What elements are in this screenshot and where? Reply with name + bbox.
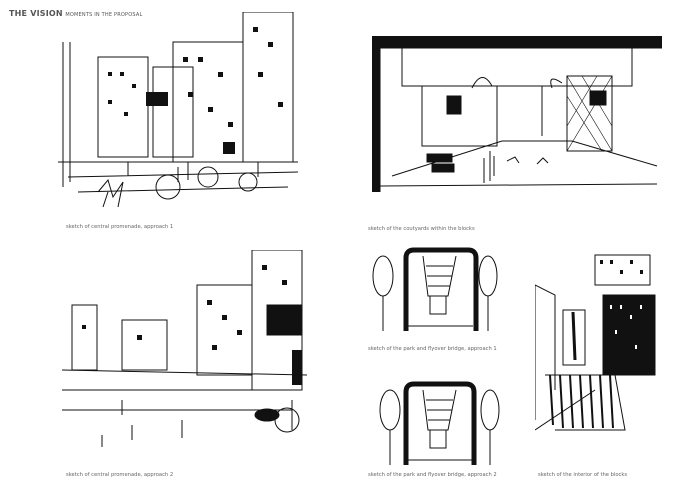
sketch-courtyards xyxy=(372,36,662,192)
caption: sketch of the park and flyover bridge, a… xyxy=(368,346,497,352)
sketch-central-promenade-2 xyxy=(62,250,312,450)
sketch-park-flyover-1 xyxy=(368,246,498,334)
sketch-park-flyover-2 xyxy=(378,380,503,468)
title-main: THE VISION xyxy=(9,9,63,18)
caption: sketch of central promenade, approach 2 xyxy=(66,472,174,478)
sketch-central-promenade-1 xyxy=(58,12,303,217)
caption: sketch of the interior of the blocks xyxy=(538,472,628,478)
title-subtitle: MOMENTS IN THE PROPOSAL xyxy=(65,12,143,18)
caption: sketch of the coutyards within the block… xyxy=(368,226,475,232)
caption: sketch of the park and flyover bridge, a… xyxy=(368,472,497,478)
sketch-interior-blocks xyxy=(535,250,660,435)
page-title: THE VISION MOMENTS IN THE PROPOSAL xyxy=(9,9,142,18)
caption: sketch of central promenade, approach 1 xyxy=(66,224,174,230)
